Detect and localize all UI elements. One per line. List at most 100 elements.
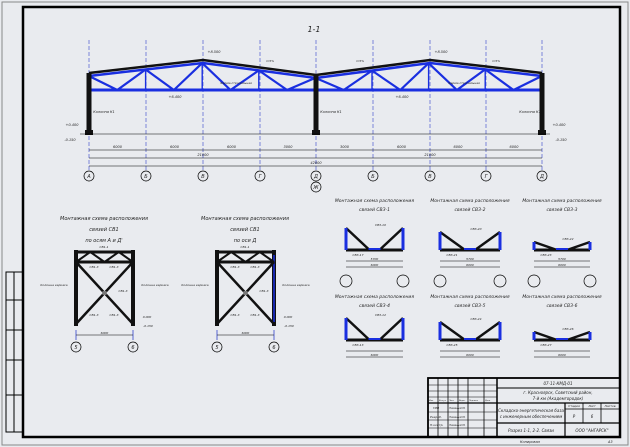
col-header-1: Изм. bbox=[429, 400, 434, 402]
brace-label: СВЗ-23 bbox=[541, 253, 552, 257]
truss-note: Ферма стропильная bbox=[448, 81, 480, 85]
dimension: 6000 bbox=[558, 353, 566, 357]
truss-diagonal bbox=[484, 68, 515, 91]
col-header-2: Кол.уч bbox=[439, 400, 447, 402]
scheme-title: Монтажная схема расположения bbox=[430, 294, 509, 300]
brace-gusset bbox=[102, 291, 107, 295]
brace-diagonal bbox=[378, 317, 404, 341]
column-base bbox=[312, 130, 320, 135]
scheme-title: Монтажная схема расположения bbox=[430, 198, 509, 204]
column bbox=[215, 250, 219, 326]
brace-diagonal bbox=[533, 330, 558, 342]
document-code: 07-11-КМД-01 bbox=[543, 381, 572, 386]
column-note: Колонна К1 bbox=[320, 110, 342, 114]
column-note: Колонна К1 bbox=[519, 110, 541, 114]
scheme-title: связей СВЗ-6 bbox=[547, 303, 578, 309]
stage-header: Стадия bbox=[568, 404, 580, 408]
col-header-6: Дата bbox=[484, 400, 491, 402]
brace-gusset bbox=[243, 291, 248, 295]
column-base bbox=[538, 130, 546, 135]
brace-diagonal bbox=[378, 227, 404, 251]
brace-diagonal bbox=[439, 230, 466, 252]
truss-diagonal bbox=[201, 62, 232, 91]
scheme-title: связей СВЗ-4 bbox=[359, 303, 390, 309]
location-line-1: г. Красноярск, Советский район, bbox=[523, 390, 592, 395]
axis-label: Б bbox=[144, 174, 148, 180]
scheme-title: Монтажная схема расположения bbox=[60, 216, 148, 222]
gusset bbox=[464, 338, 476, 340]
truss-diagonal bbox=[230, 251, 247, 263]
gusset bbox=[464, 248, 476, 250]
title-block bbox=[427, 377, 621, 438]
axis-marker bbox=[310, 181, 322, 193]
scheme-title: связей СВЗ-2 bbox=[455, 207, 486, 213]
object-line-2: с инженерным обеспечением bbox=[500, 414, 563, 419]
brace-label: СВ1-3 bbox=[89, 313, 98, 317]
elevation: -0.150 bbox=[143, 324, 153, 328]
format-label: А3 bbox=[607, 440, 613, 444]
brace-label: СВЗ-22 bbox=[563, 237, 574, 241]
dimension: 6000 bbox=[371, 263, 379, 267]
gusset bbox=[368, 338, 381, 340]
truss-diagonal bbox=[456, 68, 486, 91]
brace-label: СВ1-3 bbox=[250, 313, 259, 317]
axis-label: В bbox=[201, 174, 205, 180]
column-note: Колонна каркаса bbox=[181, 283, 208, 287]
sheet-header: Лист bbox=[587, 404, 596, 408]
truss-diagonal bbox=[427, 62, 458, 91]
span-dimension: 6000 bbox=[227, 145, 237, 149]
company-name: ООО "АНГАРСК" bbox=[575, 428, 608, 433]
axis-label: Г bbox=[259, 174, 263, 180]
ground-elevation: -0.150 bbox=[64, 138, 76, 142]
axis-marker bbox=[396, 274, 410, 288]
brace-label: СВ1-1 bbox=[99, 245, 108, 249]
truss-diagonal bbox=[116, 68, 147, 91]
name-3: Ломаный М. bbox=[448, 423, 466, 427]
brace-label: СВ1-3 bbox=[230, 265, 239, 269]
axis-marker bbox=[424, 170, 436, 182]
axis-marker bbox=[127, 341, 139, 353]
elevation: 0.000 bbox=[143, 315, 152, 319]
scheme-title: по оси Д bbox=[234, 238, 257, 244]
brace-diagonal bbox=[566, 330, 591, 342]
elevation: 0.000 bbox=[284, 315, 293, 319]
sheet-name: Разрез 1-1, 2-2. Связи bbox=[508, 428, 554, 433]
half-dimension: 21000 bbox=[197, 153, 209, 157]
scheme-title: Монтажная схема расположения bbox=[522, 198, 601, 204]
scheme-title: Монтажная схема расположения bbox=[335, 198, 414, 204]
truss-diagonal bbox=[286, 76, 316, 92]
brace-label: СВЗ-26 bbox=[563, 327, 574, 331]
brace-label: СВЗ-21 bbox=[447, 253, 458, 257]
axis-marker bbox=[583, 274, 597, 288]
brace-label: СВ1-3 bbox=[109, 313, 118, 317]
half-dimension: 21000 bbox=[424, 153, 436, 157]
brace-label: СВ1-3 bbox=[250, 265, 259, 269]
dimension: 5700 bbox=[466, 257, 474, 261]
truss-diagonal bbox=[399, 62, 430, 91]
brace-diagonal bbox=[566, 240, 591, 252]
axis-marker bbox=[527, 274, 541, 288]
truss-diagonal bbox=[343, 69, 373, 91]
name-1: Ломаный М. bbox=[448, 406, 466, 410]
truss-diagonal bbox=[89, 251, 106, 263]
truss-diagonal bbox=[216, 251, 232, 263]
axis-marker bbox=[254, 170, 266, 182]
column bbox=[86, 73, 92, 134]
left-stamp-strip bbox=[5, 271, 24, 433]
copied-label: Копировал bbox=[520, 440, 541, 444]
span-dimension: 6000 bbox=[454, 145, 464, 149]
axis-marker bbox=[70, 341, 82, 353]
brace-diagonal bbox=[533, 240, 558, 252]
total-dimension: 42000 bbox=[310, 161, 322, 165]
axis-label: 5 bbox=[215, 345, 218, 351]
scheme-title: связей СВ1 bbox=[230, 227, 259, 233]
brace-diagonal bbox=[345, 227, 371, 251]
truss-diagonal bbox=[144, 68, 175, 91]
axis-label: А bbox=[86, 174, 91, 180]
axis-marker bbox=[268, 341, 280, 353]
